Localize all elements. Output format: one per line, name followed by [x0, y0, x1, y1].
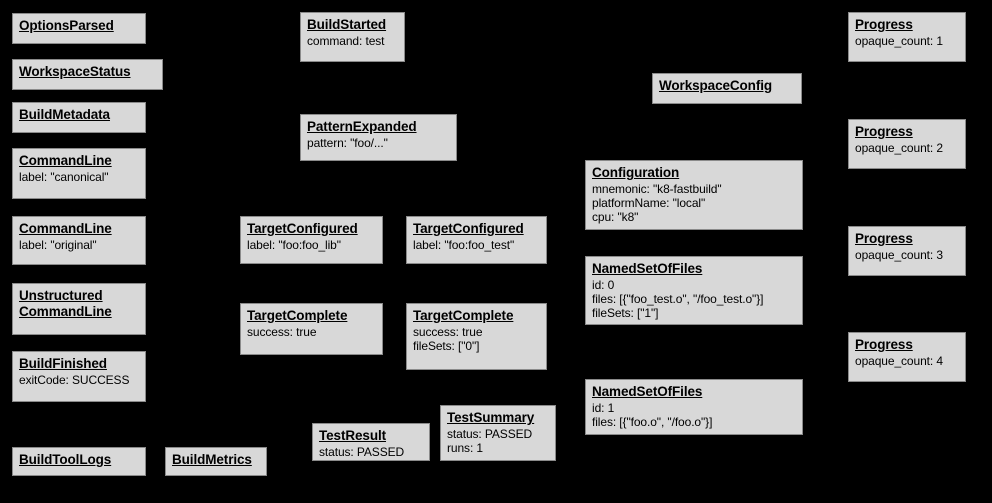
event-node-field: command: test	[307, 33, 385, 48]
event-node-title: NamedSetOfFiles	[592, 261, 703, 276]
event-node-title: Unstructured CommandLine	[19, 288, 112, 319]
event-node-title: BuildStarted	[307, 17, 387, 32]
event-node-title: TargetComplete	[247, 308, 348, 323]
event-node-fields: label: "foo:foo_test"	[413, 238, 540, 252]
event-node-fields: mnemonic: "k8-fastbuild"platformName: "l…	[592, 182, 796, 224]
event-node-title: WorkspaceStatus	[19, 64, 131, 79]
event-node-field: label: "canonical"	[19, 169, 109, 184]
event-node-title: TargetConfigured	[247, 221, 358, 236]
event-node-field: opaque_count: 2	[855, 140, 943, 155]
event-node-fields: success: true	[247, 325, 376, 339]
event-node-title: Progress	[855, 124, 913, 139]
event-node-title: Configuration	[592, 165, 680, 180]
event-node-title: WorkspaceConfig	[659, 78, 773, 93]
event-node-field: id: 1	[592, 400, 615, 415]
event-node-title: TestSummary	[447, 410, 535, 425]
event-node-field: files: [{"foo_test.o", "/foo_test.o"}]	[592, 292, 764, 307]
event-node-build-tool-logs[interactable]: BuildToolLogs	[12, 447, 146, 476]
event-node-field: status: PASSED	[319, 444, 405, 459]
event-node-title: CommandLine	[19, 153, 112, 168]
event-node-field: cpu: "k8"	[592, 210, 639, 225]
event-node-title: NamedSetOfFiles	[592, 384, 703, 399]
event-node-field: fileSets: ["1"]	[592, 306, 659, 321]
event-node-fields: label: "foo:foo_lib"	[247, 238, 376, 252]
event-node-fields: label: "original"	[19, 238, 139, 252]
event-node-field: label: "foo:foo_test"	[413, 237, 515, 252]
event-node-field: platformName: "local"	[592, 196, 706, 211]
event-node-fields: opaque_count: 2	[855, 141, 959, 155]
event-node-field: runs: 1	[447, 441, 483, 456]
event-node-unstructured-command-line[interactable]: Unstructured CommandLine	[12, 283, 146, 335]
event-node-fields: opaque_count: 1	[855, 34, 959, 48]
event-node-options-parsed[interactable]: OptionsParsed	[12, 13, 146, 44]
event-node-workspace-config[interactable]: WorkspaceConfig	[652, 73, 802, 104]
event-node-field: mnemonic: "k8-fastbuild"	[592, 181, 722, 196]
event-node-fields: exitCode: SUCCESS	[19, 373, 139, 387]
event-node-field: opaque_count: 3	[855, 247, 943, 262]
event-node-title: TargetConfigured	[413, 221, 524, 236]
event-node-title: BuildMetrics	[172, 452, 252, 467]
event-node-fields: status: PASSED	[319, 445, 423, 459]
event-node-title: PatternExpanded	[307, 119, 417, 134]
event-node-field: fileSets: ["0"]	[413, 339, 480, 354]
event-node-build-metrics[interactable]: BuildMetrics	[165, 447, 267, 476]
event-node-field: opaque_count: 1	[855, 33, 943, 48]
event-node-build-metadata[interactable]: BuildMetadata	[12, 102, 146, 133]
event-node-field: success: true	[247, 324, 317, 339]
event-node-field: label: "original"	[19, 237, 97, 252]
event-node-fields: opaque_count: 3	[855, 248, 959, 262]
event-node-title: Progress	[855, 17, 913, 32]
event-node-title: Progress	[855, 231, 913, 246]
event-node-field: success: true	[413, 324, 483, 339]
event-node-title: CommandLine	[19, 221, 112, 236]
event-node-fields: label: "canonical"	[19, 170, 139, 184]
event-node-field: pattern: "foo/..."	[307, 135, 388, 150]
event-node-fields: command: test	[307, 34, 398, 48]
event-node-field: label: "foo:foo_lib"	[247, 237, 341, 252]
event-node-workspace-status[interactable]: WorkspaceStatus	[12, 59, 163, 90]
event-node-title: OptionsParsed	[19, 18, 114, 33]
event-node-title: TargetComplete	[413, 308, 514, 323]
event-node-fields: pattern: "foo/..."	[307, 136, 450, 150]
event-node-title: BuildToolLogs	[19, 452, 112, 467]
event-node-field: files: [{"foo.o", "/foo.o"}]	[592, 415, 713, 430]
event-node-title: TestResult	[319, 428, 387, 443]
event-node-field: status: PASSED	[447, 426, 533, 441]
event-node-title: BuildFinished	[19, 356, 107, 371]
event-node-field: id: 0	[592, 277, 615, 292]
event-node-fields: opaque_count: 4	[855, 354, 959, 368]
event-node-title: Progress	[855, 337, 913, 352]
event-node-title: BuildMetadata	[19, 107, 110, 122]
event-node-field: opaque_count: 4	[855, 353, 943, 368]
event-node-field: exitCode: SUCCESS	[19, 372, 130, 387]
